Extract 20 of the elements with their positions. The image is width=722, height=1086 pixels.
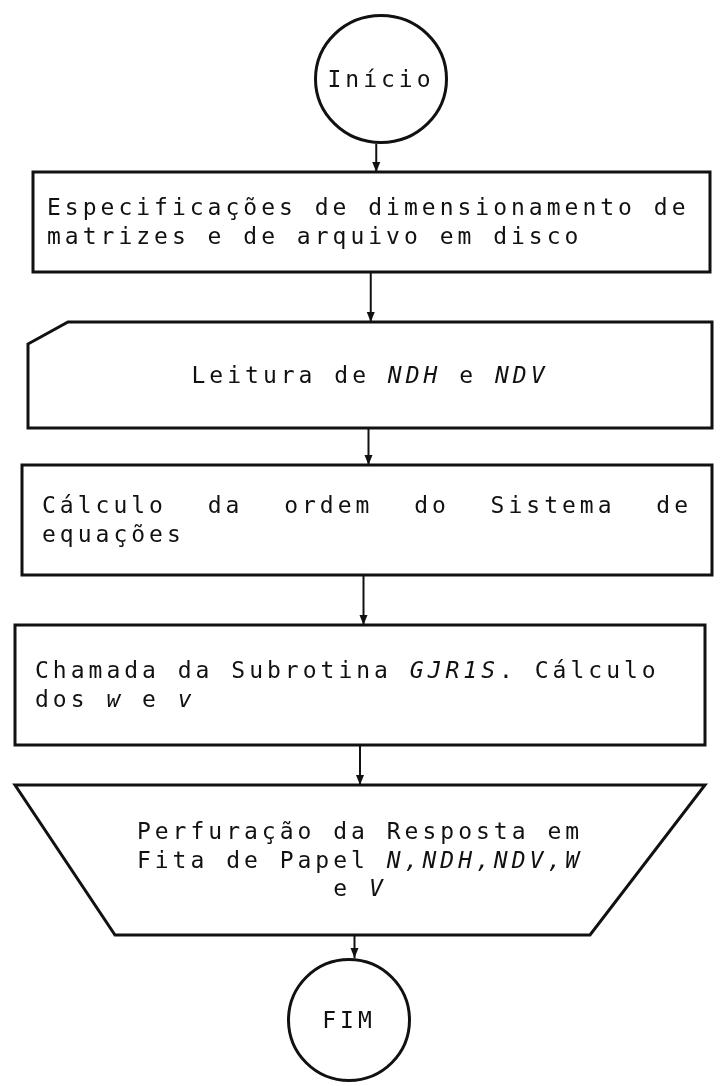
process-box bbox=[33, 172, 710, 272]
node-label: Especificações de dimensionamento de matrizes e de arquivo em disco bbox=[47, 193, 691, 251]
terminal-circle bbox=[287, 958, 411, 1082]
manual-input-box bbox=[28, 322, 712, 428]
node-label: Leitura de NDH e NDV bbox=[190, 360, 550, 390]
terminal-circle bbox=[314, 14, 448, 144]
process-box bbox=[15, 625, 705, 745]
arrow bbox=[359, 574, 368, 626]
node-label: Perfuração da Resposta em Fita de Papel N,NDH,NDV,W e V bbox=[135, 816, 585, 904]
node-label: FIM bbox=[321, 1005, 377, 1035]
node-label: Cálculo da ordem do Sistema de equações bbox=[42, 491, 692, 549]
arrow bbox=[372, 143, 381, 173]
arrow bbox=[364, 427, 373, 466]
node-label: Chamada da Subrotina GJR1S. Cálculo dos w e v bbox=[35, 656, 661, 714]
process-box bbox=[22, 465, 712, 575]
node-label: Início bbox=[326, 64, 436, 94]
arrow bbox=[366, 271, 375, 323]
arrow bbox=[350, 934, 359, 959]
manual-operation-trapezoid bbox=[15, 785, 705, 935]
arrow bbox=[356, 744, 364, 786]
